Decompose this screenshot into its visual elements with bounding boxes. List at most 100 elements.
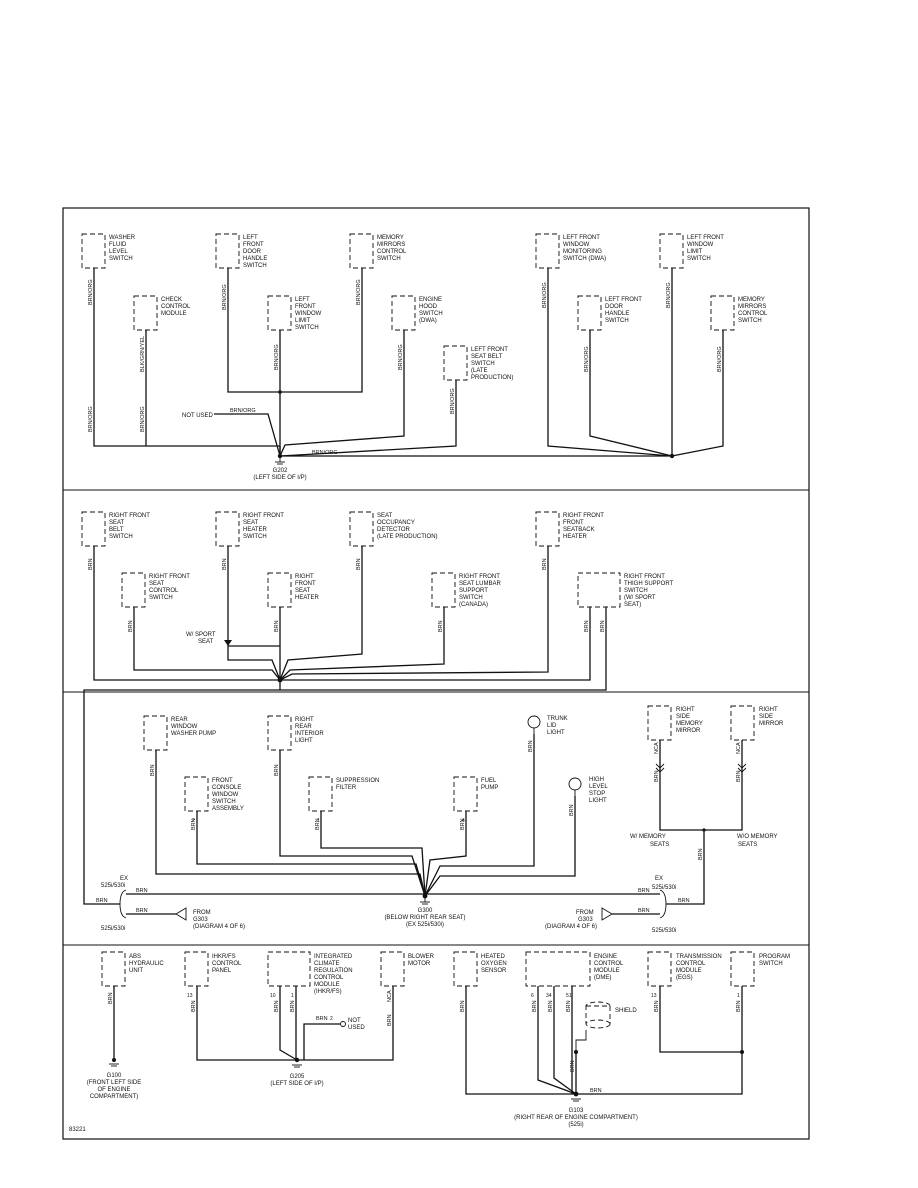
from-left-1: FROM: [193, 910, 211, 916]
pin-ecm-51: 51: [566, 993, 572, 999]
wl-rf-lumbar: BRN: [438, 620, 444, 632]
suppression-filter: [308, 776, 333, 812]
wl-memory-mirrors-1: BRN/ORG: [356, 279, 362, 305]
from-left-2: G303: [193, 917, 208, 923]
from-left-3: (DIAGRAM 4 OF 6): [193, 924, 245, 930]
memory-mirrors-switch-1: [349, 233, 374, 269]
wl-check-control: BLK/GRN/YEL: [140, 336, 146, 372]
heated-o2-sensor: [453, 951, 478, 987]
w-memory-1: W/ MEMORY: [630, 834, 666, 840]
pin-ecm-34: 34: [546, 993, 552, 999]
wo-memory-2: SEATS: [738, 842, 757, 848]
rf-thigh-support-switch: [577, 572, 621, 608]
wl-ex-left: BRN: [136, 888, 148, 894]
wl-climate-1: BRN: [290, 1000, 296, 1012]
wire-rf-thigh-2: [279, 607, 607, 691]
pin-fuel-4: 4: [462, 818, 465, 824]
wl-check-control-lower: BRN/ORG: [140, 406, 146, 432]
climate-module: [267, 951, 311, 987]
not-used-4-2: USED: [348, 1025, 365, 1031]
wl-high-stop: BRN: [569, 804, 575, 816]
diagram-frame: [62, 207, 810, 1140]
g103-loc-2: (525i): [568, 1122, 583, 1128]
not-used-label: NOT USED: [182, 413, 214, 419]
pin-ecm-6: 6: [531, 993, 534, 999]
wl-o2: BRN: [460, 1000, 466, 1012]
lf-door-handle-switch-2: [577, 295, 602, 331]
wl-lf-window-limit: BRN/ORG: [274, 344, 280, 370]
front-console-switch: [184, 776, 209, 812]
rs-mirror: [730, 705, 755, 741]
rf-seat-belt-switch: [81, 511, 106, 547]
w-memory-2: SEATS: [650, 842, 669, 848]
abs-hydraulic-unit: [101, 951, 126, 987]
shield-label: SHIELD: [615, 1008, 637, 1014]
ex-left-1: EX: [120, 876, 128, 882]
wl-front-console: BRN: [191, 818, 197, 830]
wire-rs-memory-mirror: [659, 740, 704, 831]
wl-washer: BRN/ORG: [88, 279, 94, 305]
wl-mirror-common: BRN: [698, 848, 704, 860]
junction-392: [278, 390, 282, 394]
lf-window-limit-switch-2: [659, 233, 684, 269]
wl-rs-mirror-brn: BRN: [736, 770, 742, 782]
wl-ex-right: BRN: [638, 888, 650, 894]
seat-occupancy-detector: [349, 511, 374, 547]
g100-loc-3: COMPARTMENT): [90, 1094, 138, 1100]
wl-climate-2: BRN: [316, 1016, 328, 1022]
wl-rr-interior: BRN: [274, 764, 280, 776]
fuel-pump: [453, 776, 478, 812]
wire-tcm: [659, 986, 742, 1053]
wire-program-join: [576, 1052, 743, 1095]
ex-right-1: EX: [655, 876, 663, 882]
check-control-module: [133, 295, 158, 331]
wl-rf-seatback: BRN: [542, 558, 548, 570]
wire-engine-hood: [279, 330, 405, 457]
wl-tcm: BRN: [654, 1000, 660, 1012]
blower-motor: [380, 951, 405, 987]
lf-window-monitoring-switch: [535, 233, 560, 269]
wl-rf-thigh-1: BRN: [584, 620, 590, 632]
wl-from-right: BRN: [638, 908, 650, 914]
wl-suppression: BRN: [315, 818, 321, 830]
wl-seat-occupancy: BRN: [356, 558, 362, 570]
pin-climate-2: 2: [330, 1016, 333, 1022]
wire-lf-door-handle: [227, 268, 280, 393]
wire-lf-seat-belt: [279, 380, 457, 457]
g300-location-1: (BELOW RIGHT REAR SEAT): [384, 915, 465, 921]
wl-ecm-34: BRN: [548, 1000, 554, 1012]
wl-right-out: BRN: [678, 898, 690, 904]
wl-long: BRN/ORG: [312, 450, 338, 456]
wire-blower: [297, 986, 394, 1061]
wl-rear-washer: BRN: [150, 764, 156, 776]
shield-drain: [575, 1030, 587, 1052]
wire-rf-seat-heater-sw: [227, 546, 281, 681]
g300-location-2: (EX 525i/530i): [406, 922, 444, 928]
shield-body: [585, 1005, 611, 1025]
wire-high-stop: [424, 796, 576, 897]
wl-ecm-6: BRN: [532, 1000, 538, 1012]
lf-seat-belt-switch: [443, 345, 468, 381]
wire-right-out: [666, 830, 705, 905]
g202-location: (LEFT SIDE OF I/P): [253, 475, 306, 481]
wire-rf-seatback: [279, 546, 549, 681]
rf-seat-heater: [267, 572, 292, 608]
from-right-2: G303: [578, 917, 593, 923]
rf-lumbar-switch: [431, 572, 456, 608]
wire-fuel-pump: [424, 811, 467, 897]
